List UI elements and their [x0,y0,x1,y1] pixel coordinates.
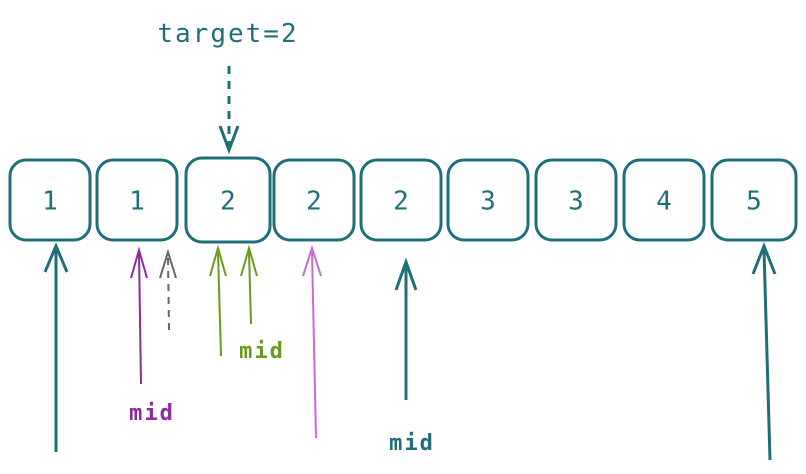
mid-label-3: mid [389,431,435,456]
right-pointer-arrow [751,241,777,461]
mid-arrow-2a [209,244,227,357]
array-cell-1: 1 [95,158,179,242]
cell-value: 1 [129,187,145,217]
cell-value: 2 [220,187,236,217]
left-pointer-arrow [43,242,69,452]
array-cell-2: 2 [184,156,272,244]
array-cell-0: 1 [8,158,92,242]
mid-label-1: mid [129,401,175,426]
cell-value: 2 [306,187,322,217]
array-cell-5: 3 [446,158,530,242]
cell-value: 5 [746,187,762,217]
cell-value: 4 [656,187,672,217]
mid-arrow-2b [240,244,258,325]
high-pointer-arrow [302,244,322,439]
cell-value: 2 [393,187,409,217]
array-cell-7: 4 [622,158,706,242]
array-cell-3: 2 [272,158,356,242]
array-cell-6: 3 [534,158,618,242]
target-pointer-arrow [218,66,240,155]
cell-value: 3 [568,187,584,217]
mid-label-2: mid [239,339,285,364]
low-pointer-dashed-arrow [159,248,177,331]
cell-value: 1 [42,187,58,217]
mid-arrow-1 [130,246,148,385]
array-cell-8: 5 [710,158,798,242]
array-cell-4: 2 [359,158,443,242]
cell-value: 3 [480,187,496,217]
mid-arrow-3 [394,257,418,400]
array-cells: 1 1 2 2 2 3 3 4 [8,156,798,244]
target-label: target=2 [157,19,298,49]
